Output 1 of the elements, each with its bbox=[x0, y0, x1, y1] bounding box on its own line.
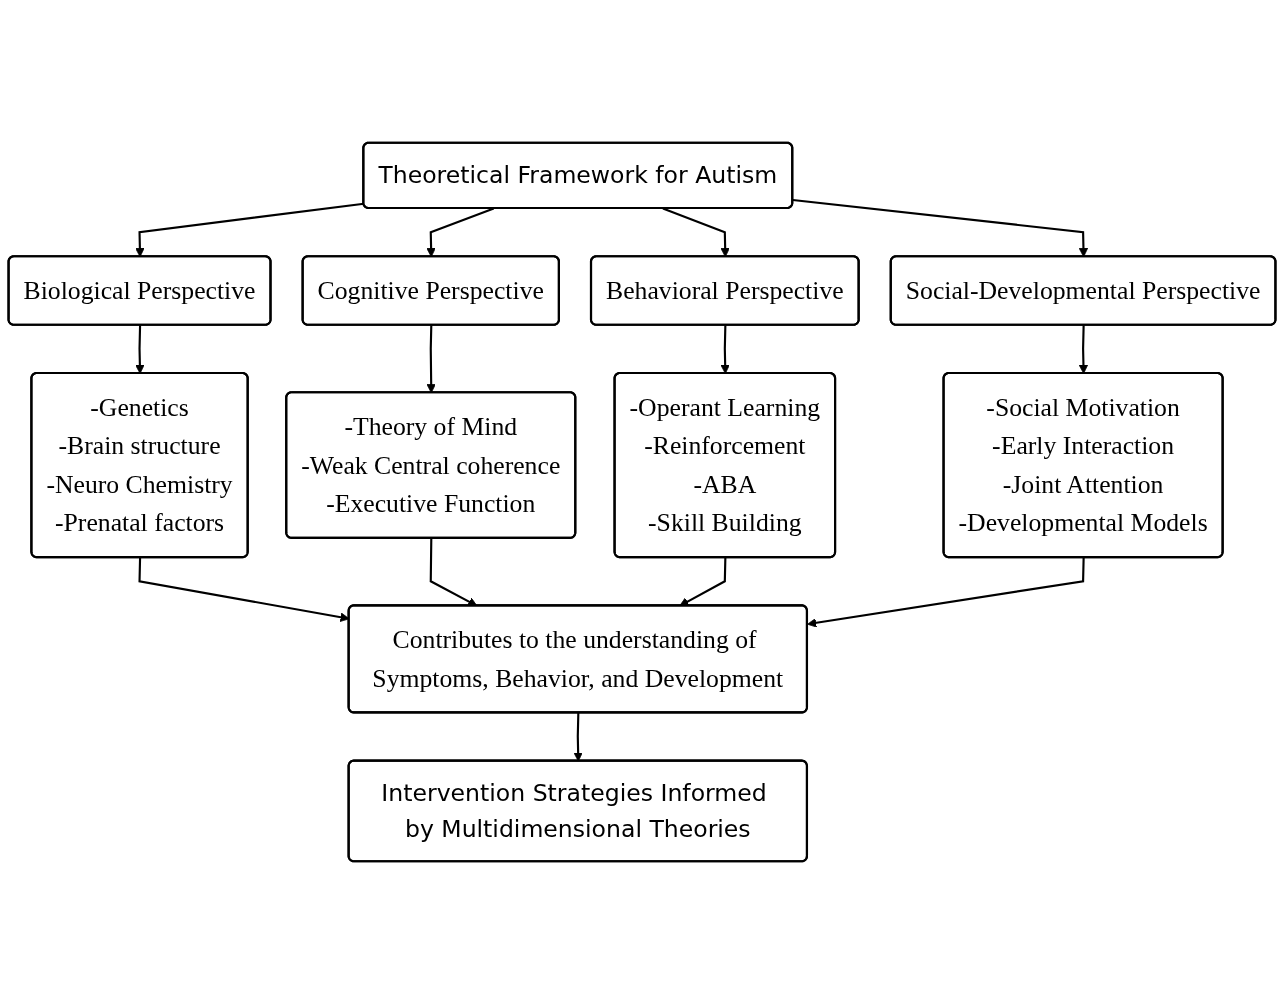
arrow bbox=[807, 557, 1085, 628]
